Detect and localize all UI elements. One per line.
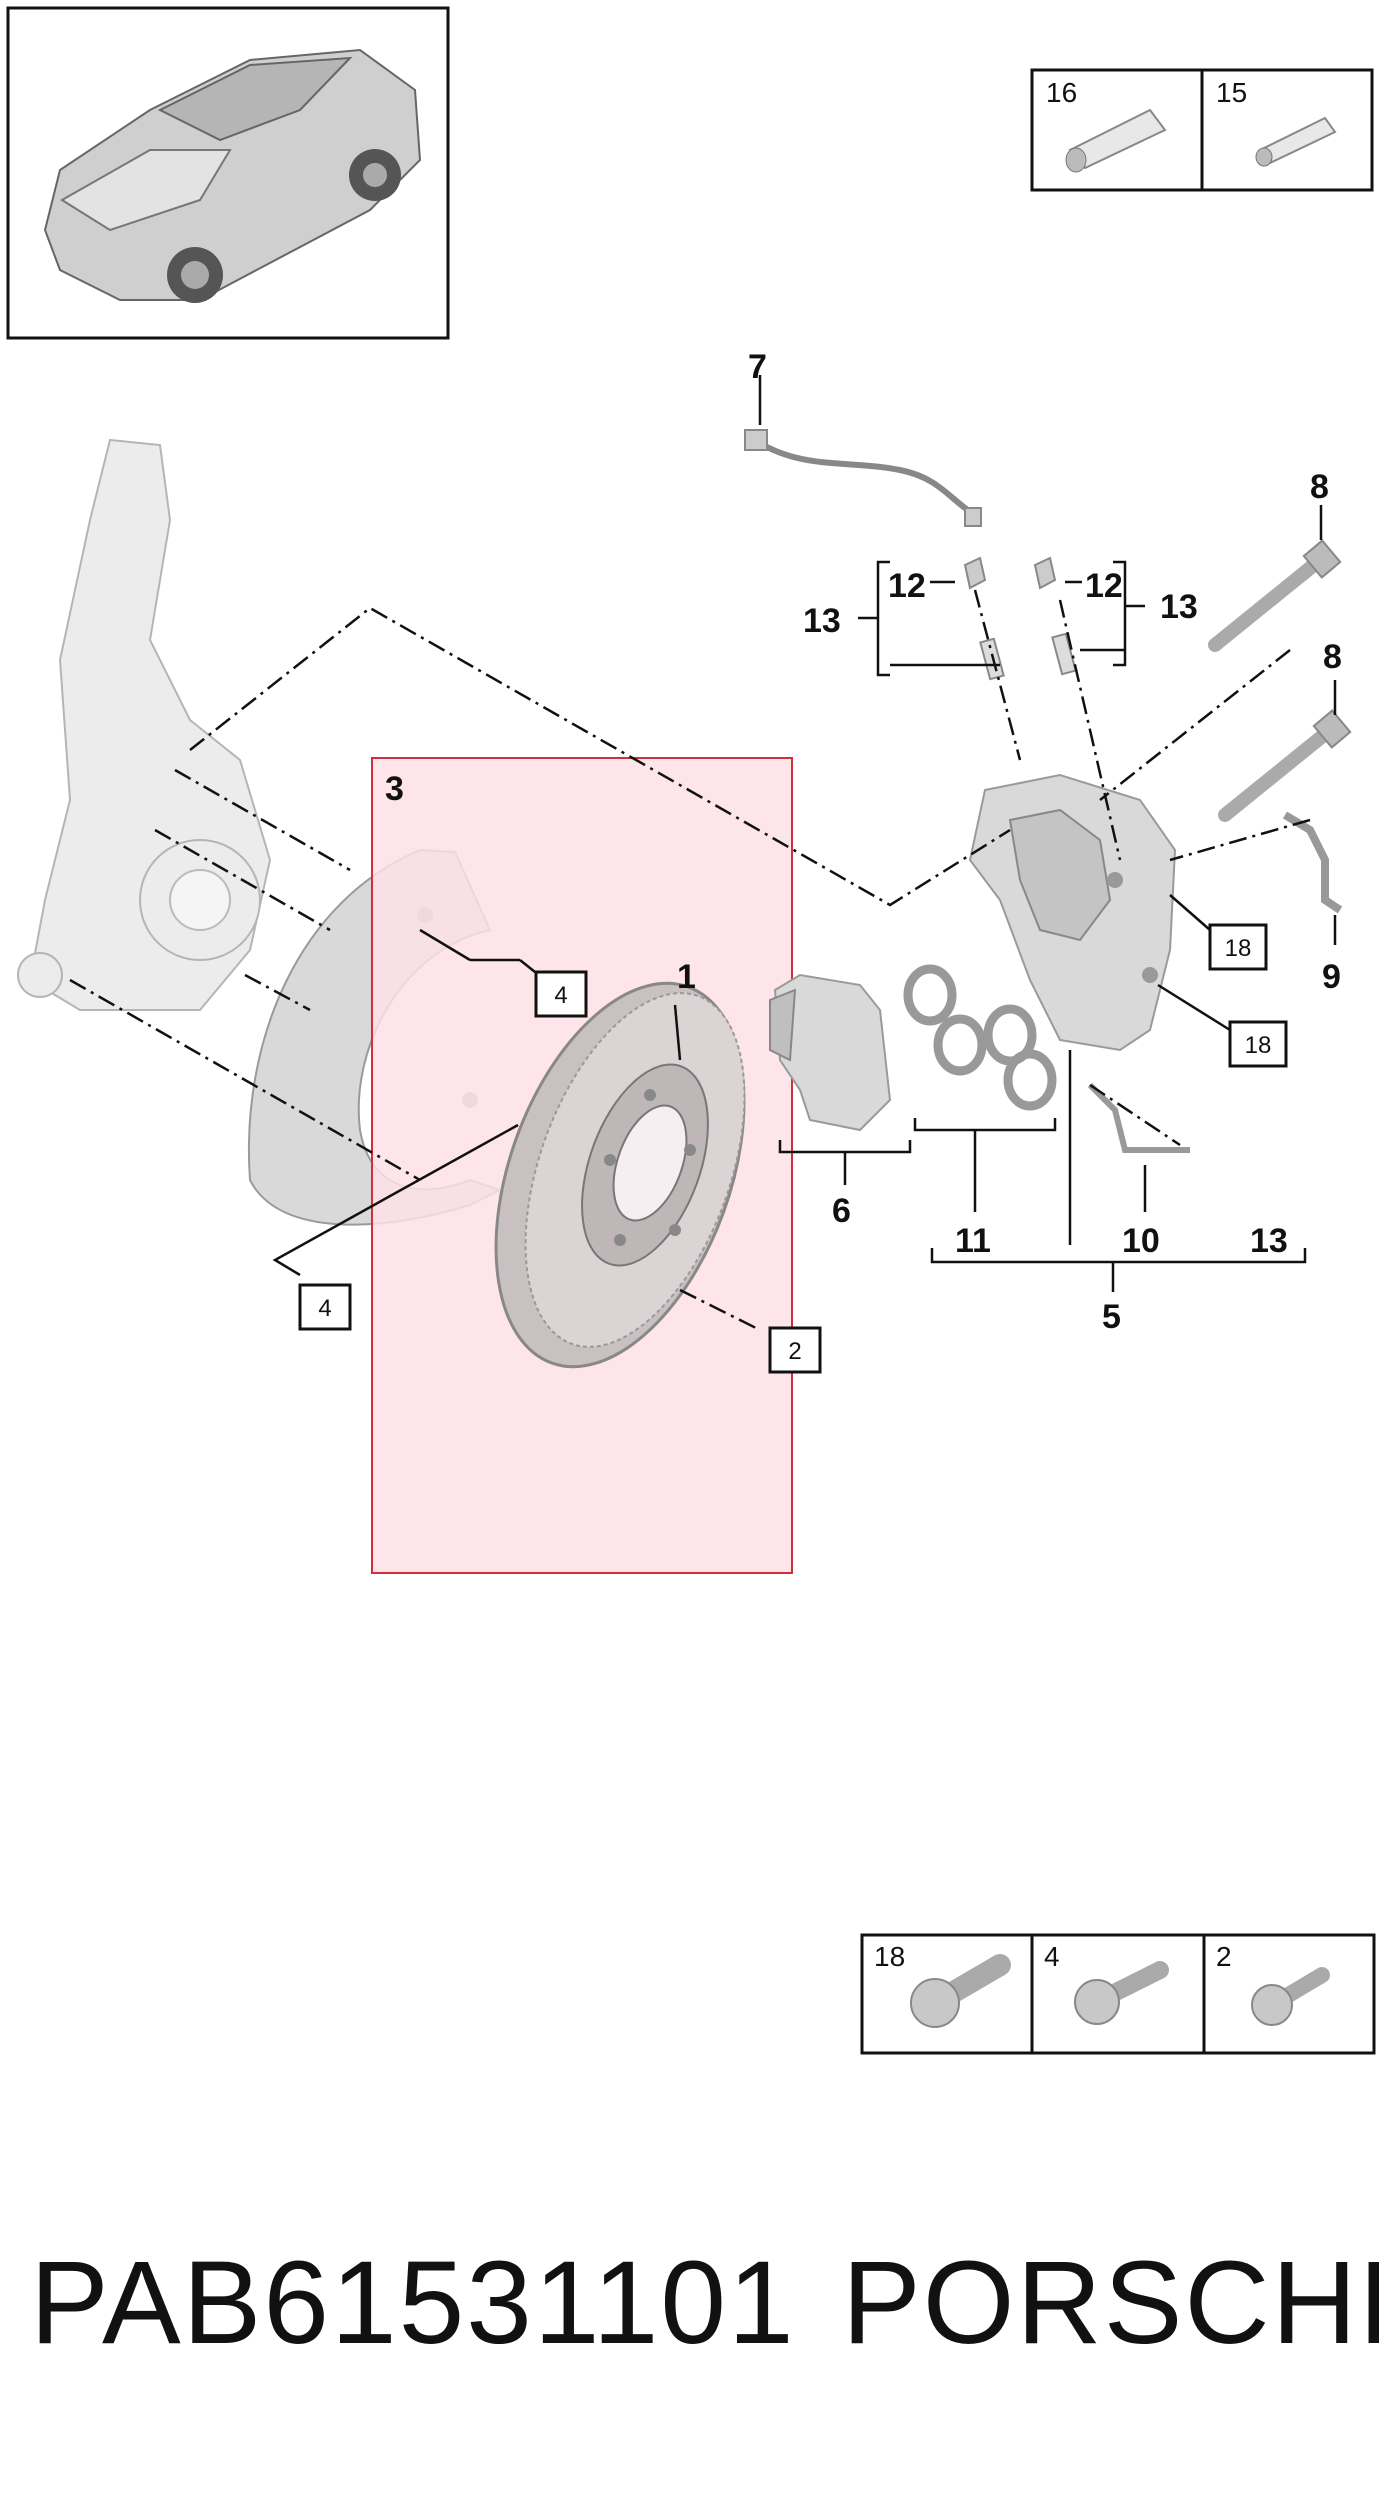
caliper-bolt-lower: [1218, 709, 1352, 822]
boxed-ref-4-upper: 4: [554, 982, 567, 1009]
bolt-4-icon: [1074, 1961, 1169, 2025]
callout-12-right: 12: [1085, 567, 1123, 605]
callout-13-right: 13: [1160, 588, 1198, 626]
brake-caliper: [968, 773, 1177, 1052]
leader-lines: [272, 375, 1337, 1292]
suv-illustration: [43, 48, 422, 303]
grease-tube-small-icon: [1255, 116, 1337, 167]
assembly-lines: [69, 589, 1311, 1332]
callout-10: 10: [1122, 1222, 1160, 1260]
legend-4-label: 4: [1044, 1941, 1060, 1972]
grease-tube-large-icon: [1065, 108, 1167, 173]
piston-seals: [903, 964, 1057, 1111]
callout-6: 6: [832, 1192, 851, 1230]
boxed-references: 4 4 2 18 18: [298, 923, 1288, 1374]
steering-knuckle: [17, 438, 272, 1011]
boxed-ref-2: 2: [788, 1338, 801, 1365]
bleeder-valves: [963, 556, 1077, 681]
caliper-bolt-upper: [1208, 539, 1342, 652]
vehicle-thumbnail: [6, 6, 450, 340]
legend-15-label: 15: [1216, 77, 1247, 108]
callout-7: 7: [748, 348, 767, 386]
callout-8-upper: 8: [1310, 468, 1329, 506]
callout-8-lower: 8: [1323, 638, 1342, 676]
boxed-ref-18-upper: 18: [1225, 935, 1252, 962]
legend-2-label: 2: [1216, 1941, 1232, 1972]
brand-name: PORSCHE: [842, 2237, 1379, 2369]
callout-13-bottom: 13: [1250, 1222, 1288, 1260]
callout-5: 5: [1102, 1298, 1121, 1336]
brake-line: [1087, 1082, 1190, 1153]
retaining-spring: [1282, 811, 1343, 914]
footer: PAB61531101 PORSCHE: [0, 2235, 1379, 2395]
callout-12-left: 12: [888, 567, 926, 605]
legend-fasteners: 18 4 2: [860, 1933, 1376, 2055]
callout-3: 3: [385, 770, 404, 808]
callout-numbers: 1 3 5 6 7 8 8 9 10 11 12 12 13 13 13: [385, 348, 1342, 1336]
part-number: PAB61531101: [30, 2237, 796, 2369]
boxed-ref-18-lower: 18: [1245, 1032, 1272, 1059]
brake-pad: [769, 973, 892, 1132]
callout-9: 9: [1322, 958, 1341, 996]
pad-wear-sensor: [744, 429, 982, 527]
bolt-18-icon: [910, 1954, 1011, 2028]
legend-18-label: 18: [874, 1941, 905, 1972]
legend-lubricants: 16 15: [1030, 68, 1374, 192]
callout-13-left: 13: [803, 602, 841, 640]
boxed-ref-4-lower: 4: [318, 1295, 331, 1322]
brake-disc: [494, 981, 746, 1369]
callout-1: 1: [677, 958, 696, 996]
legend-16-label: 16: [1046, 77, 1077, 108]
callout-11: 11: [955, 1222, 991, 1260]
screw-2-icon: [1251, 1967, 1330, 2026]
